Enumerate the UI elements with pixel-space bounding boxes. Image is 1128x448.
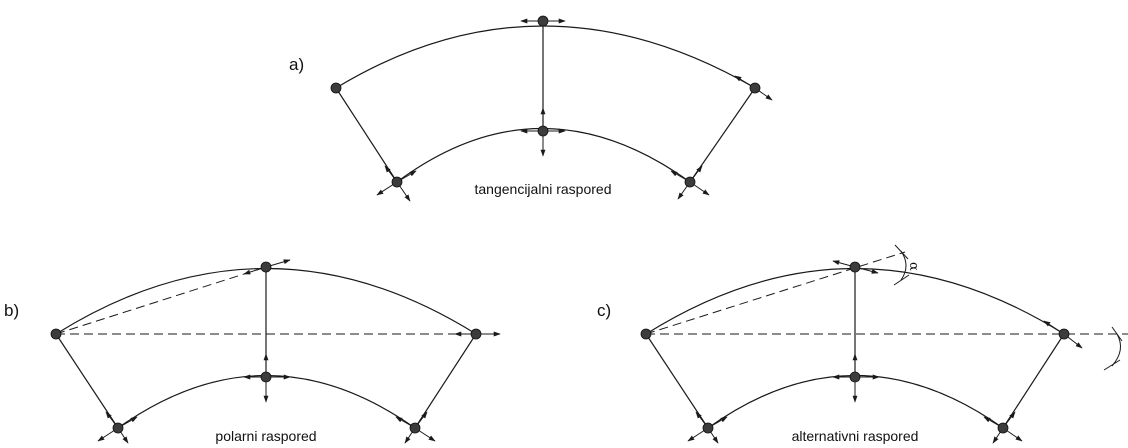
panel-b-caption: polarni raspored: [215, 428, 316, 444]
panel-c-left-edge: [645, 333, 709, 429]
panel-c: c) α: [597, 244, 1128, 444]
panel-a-left-edge: [335, 87, 398, 183]
panel-c-alpha-arc: [900, 250, 907, 281]
panel-b-left-edge: [55, 333, 119, 429]
panel-a-nodes: [330, 15, 761, 188]
panel-a-arrows: [376, 18, 773, 202]
panel-c-label: c): [597, 301, 611, 320]
panel-c-caption: alternativni raspored: [792, 428, 919, 444]
panel-a-outer-arc: [335, 25, 756, 89]
panel-c-nodes: [640, 261, 1070, 434]
panel-c-arrows: [687, 260, 1083, 444]
panel-b-nodes: [50, 261, 482, 434]
panel-a: a) tangencijalni raspored: [289, 15, 773, 202]
panel-b-slant-dashed: [55, 266, 267, 335]
panel-a-caption: tangencijalni raspored: [475, 181, 612, 197]
panel-a-label: a): [289, 55, 304, 74]
panel-c-alpha-label: α: [906, 262, 921, 271]
panel-c-alpha-right-arc: [1111, 333, 1122, 367]
panel-c-slant-dashed: [645, 251, 906, 335]
panel-a-right-edge: [689, 87, 756, 183]
panel-b-label: b): [4, 301, 19, 320]
panel-b: b) polarni rasp: [4, 259, 501, 444]
panel-c-right-edge: [1002, 333, 1065, 429]
panel-b-arrows: [97, 259, 501, 444]
panel-c-alpha-right-tick-lower: [1103, 359, 1121, 371]
panel-b-right-edge: [414, 333, 477, 429]
